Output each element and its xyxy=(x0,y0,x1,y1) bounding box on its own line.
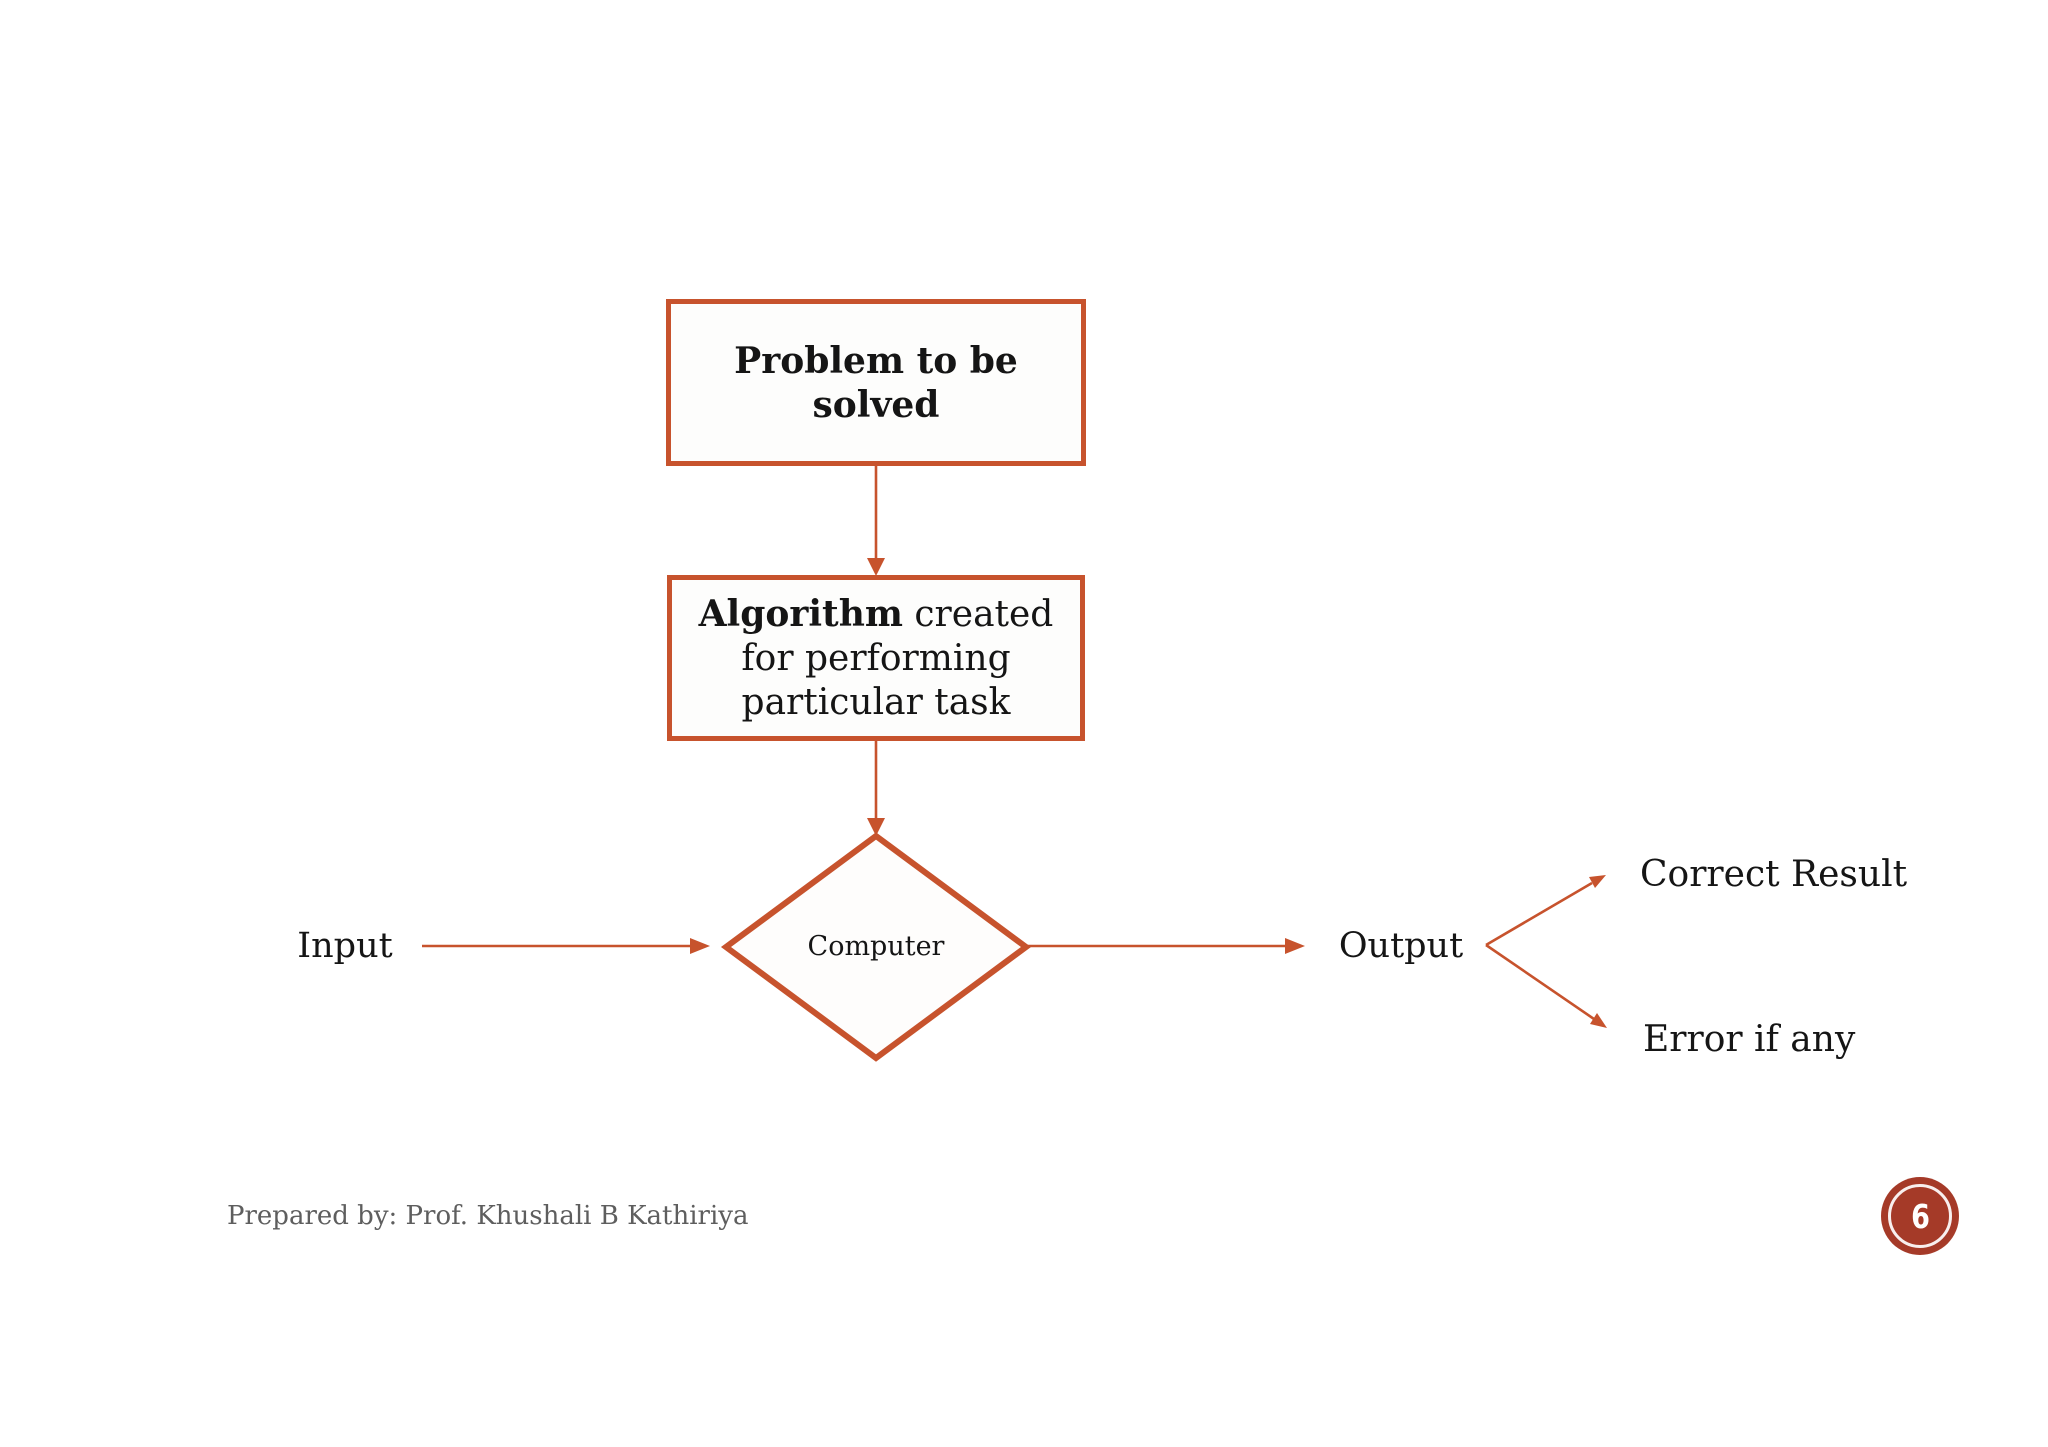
flow-box-problem-text: Problem to be solved xyxy=(734,339,1018,426)
flow-box-problem: Problem to be solved xyxy=(666,299,1086,466)
page-number: 6 xyxy=(1910,1196,1930,1236)
arrow-problem-to-algorithm xyxy=(867,466,885,576)
arrow-output-to-error xyxy=(1485,943,1607,1028)
computer-diamond-shape xyxy=(720,832,1032,1062)
arrow-output-to-correct-result xyxy=(1485,875,1606,947)
arrow-algorithm-to-computer xyxy=(867,741,885,836)
flow-box-algorithm-rest: created for performing particular task xyxy=(741,593,1054,723)
label-error-if-any: Error if any xyxy=(1643,1019,1856,1060)
page-number-badge: 6 xyxy=(1881,1177,1959,1255)
flow-box-algorithm-text: Algorithm created for performing particu… xyxy=(686,592,1066,725)
arrow-computer-to-output xyxy=(1026,938,1305,954)
label-input: Input xyxy=(297,926,393,966)
label-correct-result: Correct Result xyxy=(1640,854,1908,895)
footer-credit: Prepared by: Prof. Khushali B Kathiriya xyxy=(227,1201,749,1231)
label-output: Output xyxy=(1338,926,1464,966)
computer-diamond-label: Computer xyxy=(807,931,945,962)
arrow-input-to-computer xyxy=(422,938,710,954)
flow-box-algorithm: Algorithm created for performing particu… xyxy=(667,575,1085,741)
flow-box-algorithm-bold-word: Algorithm xyxy=(698,592,903,635)
